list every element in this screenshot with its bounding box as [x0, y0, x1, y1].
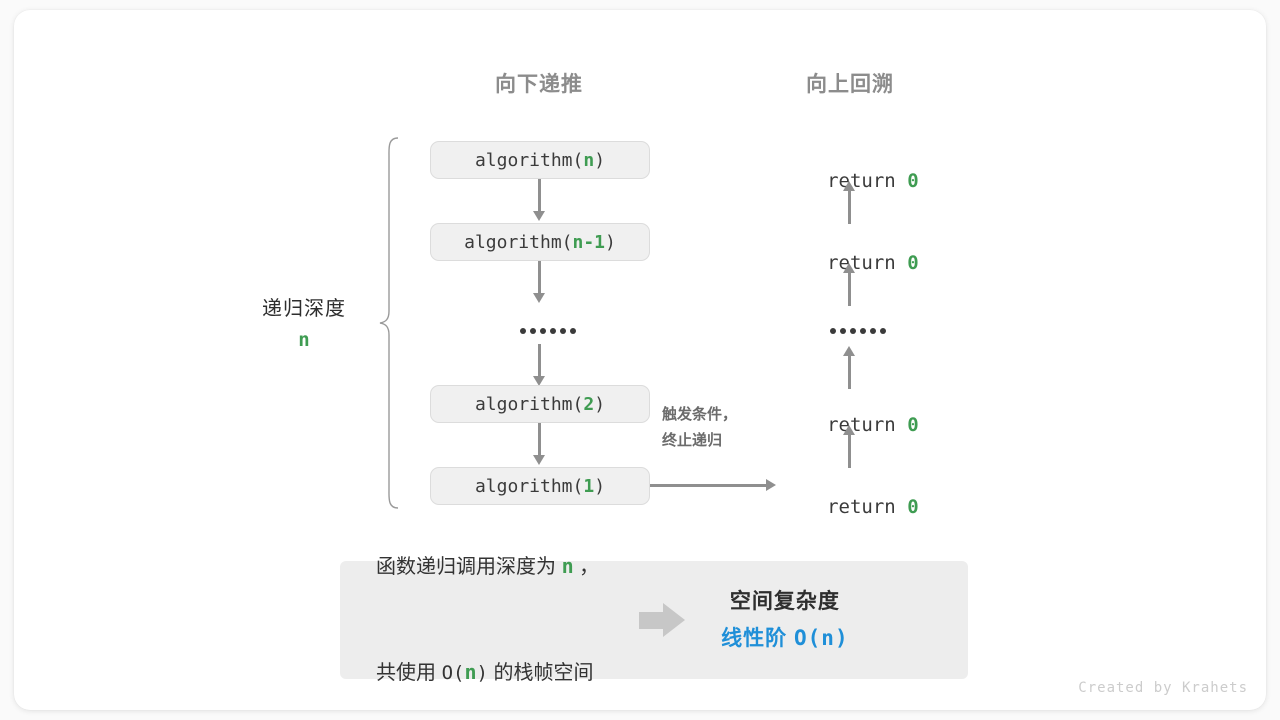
return-value: 0 [907, 170, 919, 192]
column-header-downward: 向下递推 [495, 73, 583, 96]
call-box-arg: 1 [583, 475, 595, 497]
call-box-suffix: ) [594, 475, 606, 497]
return-value: 0 [907, 414, 919, 436]
up-arrow-head-2 [843, 263, 855, 273]
call-box-n[interactable]: algorithm(n) [430, 141, 650, 179]
column-header-upward: 向上回溯 [806, 73, 894, 96]
call-box-suffix: ) [594, 149, 606, 171]
complexity-value: 线性阶 O(n) [721, 625, 849, 650]
down-arrow-shaft-4 [538, 423, 541, 457]
recursion-depth-brace-icon [379, 137, 399, 509]
down-arrow-head-4 [533, 455, 545, 465]
trigger-note-line-1: 触发条件， [662, 406, 738, 423]
return-keyword: return [827, 170, 908, 192]
down-arrow-shaft-3 [538, 344, 541, 378]
return-keyword: return [827, 496, 908, 518]
return-value-4: return 0 [750, 474, 950, 540]
down-arrow-head-1 [533, 211, 545, 221]
call-box-suffix: ) [605, 231, 616, 253]
return-keyword: return [827, 252, 908, 274]
return-value: 0 [907, 496, 919, 518]
up-arrow-shaft-4 [848, 434, 851, 468]
return-stack-ellipsis [830, 328, 886, 334]
call-box-arg: n [583, 149, 595, 171]
base-case-arrow-head [766, 479, 776, 491]
trigger-condition-note: 触发条件， 终止递归 [662, 402, 737, 454]
down-arrow-shaft-2 [538, 261, 541, 295]
complexity-title: 空间复杂度 [729, 589, 840, 613]
summary-description: 函数递归调用深度为 n ， 共使用 O(n) 的栈帧空间 [376, 479, 599, 710]
return-value: 0 [907, 252, 919, 274]
down-arrow-head-3 [533, 376, 545, 386]
right-block-arrow-icon [639, 603, 686, 637]
call-box-2[interactable]: algorithm(2) [430, 385, 650, 423]
down-arrow-shaft-1 [538, 179, 541, 213]
call-stack-ellipsis [520, 328, 576, 334]
call-box-suffix: ) [594, 393, 606, 415]
call-box-prefix: algorithm( [474, 149, 584, 171]
complexity-summary-panel: 函数递归调用深度为 n ， 共使用 O(n) 的栈帧空间 空间复杂度 线性阶 O… [340, 554, 968, 684]
summary-line-2: 共使用 O(n) 的栈帧空间 [376, 660, 594, 684]
summary-conclusion: 空间复杂度 线性阶 O(n) [721, 584, 848, 657]
up-arrow-shaft-1 [848, 190, 851, 224]
return-keyword: return [827, 414, 908, 436]
call-box-prefix: algorithm( [464, 231, 573, 253]
up-arrow-head-3 [843, 346, 855, 356]
trigger-note-line-2: 终止递归 [662, 432, 723, 449]
call-box-prefix: algorithm( [474, 393, 584, 415]
call-box-n-minus-1[interactable]: algorithm(n-1) [430, 223, 650, 261]
recursion-depth-value: n [298, 329, 310, 351]
up-arrow-shaft-2 [848, 272, 851, 306]
credit-footer: Created by Krahets [1078, 680, 1248, 696]
recursion-depth-label: 递归深度 n [239, 292, 369, 351]
up-arrow-head-4 [843, 425, 855, 435]
call-box-arg: 2 [583, 393, 595, 415]
diagram-card: 向下递推 向上回溯 递归深度 n algorithm(n) algorithm(… [14, 10, 1266, 710]
base-case-arrow-shaft [650, 484, 768, 487]
call-box-prefix: algorithm( [474, 475, 584, 497]
summary-line-1: 函数递归调用深度为 n ， [376, 554, 600, 578]
call-box-arg: n-1 [572, 231, 606, 253]
recursion-depth-text: 递归深度 [262, 298, 346, 320]
up-arrow-shaft-3 [848, 355, 851, 389]
down-arrow-head-2 [533, 293, 545, 303]
up-arrow-head-1 [843, 181, 855, 191]
call-box-1[interactable]: algorithm(1) [430, 467, 650, 505]
